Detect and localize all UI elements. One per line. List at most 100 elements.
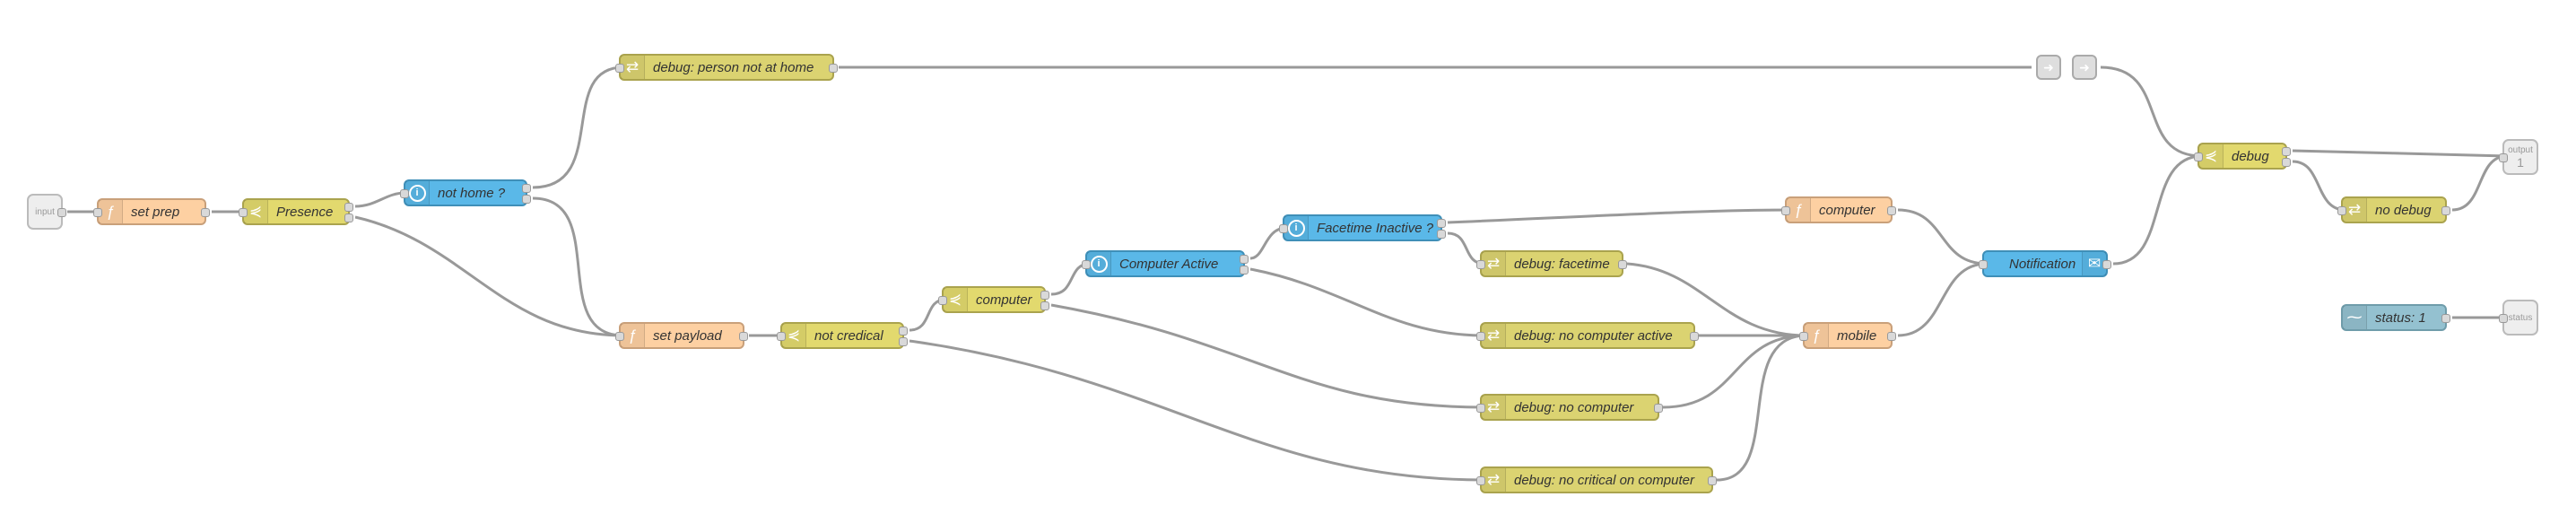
node-label: Notification	[2009, 256, 2076, 272]
node-debug-no-computer-active[interactable]: ⇄ debug: no computer active	[1476, 322, 1699, 349]
node-debug-no-critical[interactable]: ⇄ debug: no critical on computer	[1476, 466, 1717, 493]
function-icon: ƒ	[1805, 324, 1829, 347]
node-input-port[interactable]	[2337, 206, 2346, 215]
status-port[interactable]: status	[2499, 300, 2538, 336]
node-output-port[interactable]	[1654, 404, 1663, 413]
node-debug-person-not-home[interactable]: ⇄ debug: person not at home	[615, 54, 838, 81]
node-label: debug	[2232, 148, 2269, 164]
node-input-port[interactable]	[2194, 153, 2203, 161]
info-filter-icon: i	[405, 181, 430, 205]
node-set-prep[interactable]: ƒ set prep	[93, 198, 210, 225]
node-input-port[interactable]	[400, 189, 409, 198]
node-input-port[interactable]	[93, 208, 102, 217]
node-input-port[interactable]	[1799, 332, 1808, 341]
node-label: Presence	[276, 204, 334, 220]
link-out-node[interactable]: ➜	[2036, 55, 2061, 80]
wire-computer-nocomputer	[1050, 303, 1485, 409]
node-output-port-2[interactable]	[2282, 158, 2291, 167]
node-input-port[interactable]	[1476, 332, 1485, 341]
output-port-input[interactable]	[2499, 153, 2508, 162]
node-label: debug: facetime	[1514, 256, 1610, 272]
node-input-port[interactable]	[1476, 404, 1485, 413]
node-output-port[interactable]	[1618, 260, 1627, 269]
info-filter-icon: i	[1087, 252, 1111, 275]
node-output-port-1[interactable]	[1437, 219, 1446, 228]
node-debug-no-computer[interactable]: ⇄ debug: no computer	[1476, 394, 1663, 421]
node-debug-facetime[interactable]: ⇄ debug: facetime	[1476, 250, 1627, 277]
debug-icon: ⇄	[1482, 396, 1506, 419]
wire-debug-nodebug	[2292, 160, 2346, 212]
node-output-port[interactable]	[1690, 332, 1699, 341]
node-output-port[interactable]	[2441, 314, 2450, 323]
node-input-port[interactable]	[1476, 260, 1485, 269]
node-input-port[interactable]	[938, 296, 947, 305]
output-port-1[interactable]: output 1	[2499, 139, 2538, 175]
node-presence[interactable]: ⋞ Presence	[239, 198, 353, 225]
wire-notcritical-nocritical	[909, 339, 1485, 482]
node-output-port[interactable]	[2441, 206, 2450, 215]
node-input-port[interactable]	[1082, 260, 1091, 269]
node-input-port[interactable]	[239, 208, 248, 217]
wire-nothome-debugperson	[532, 65, 624, 189]
node-facetime-inactive[interactable]: i Facetime Inactive ?	[1279, 214, 1446, 241]
node-input-port[interactable]	[615, 332, 624, 341]
node-computer-active[interactable]: i Computer Active	[1082, 250, 1249, 277]
wire-link-debug	[2100, 65, 2203, 158]
wire-presence-setpayload	[354, 215, 624, 337]
node-notification[interactable]: Notification ✉	[1979, 250, 2111, 277]
node-set-payload[interactable]: ƒ set payload	[615, 322, 748, 349]
wire-presence-nothome	[354, 191, 406, 208]
node-output-port-2[interactable]	[1437, 230, 1446, 239]
node-label: no debug	[2375, 202, 2432, 218]
node-output-port[interactable]	[201, 208, 210, 217]
node-output-port-2[interactable]	[1240, 266, 1249, 275]
node-output-port-2[interactable]	[344, 214, 353, 222]
function-icon: ƒ	[1787, 198, 1811, 222]
debug-icon: ⇄	[1482, 324, 1506, 347]
node-debug-switch[interactable]: ⋞ debug	[2194, 143, 2291, 170]
link-in-node[interactable]: ➜	[2072, 55, 2097, 80]
node-input-port[interactable]	[777, 332, 786, 341]
node-computer-function[interactable]: ƒ computer	[1781, 196, 1896, 223]
node-output-port-1[interactable]	[522, 184, 531, 193]
node-output-port-2[interactable]	[1040, 301, 1049, 310]
input-port-output[interactable]	[57, 208, 66, 217]
node-output-port-1[interactable]	[1240, 255, 1249, 264]
node-mobile[interactable]: ƒ mobile	[1799, 322, 1896, 349]
input-port[interactable]: input	[27, 194, 66, 230]
node-no-debug[interactable]: ⇄ no debug	[2337, 196, 2450, 223]
node-output-port[interactable]	[1887, 206, 1896, 215]
node-not-home[interactable]: i not home ?	[400, 179, 531, 206]
switch-icon: ⋞	[782, 324, 806, 347]
node-status[interactable]: ⁓ status: 1	[2341, 304, 2450, 331]
node-input-port[interactable]	[1279, 224, 1288, 233]
switch-icon: ⋞	[244, 200, 268, 223]
node-output-port[interactable]	[2102, 260, 2111, 269]
switch-icon: ⋞	[944, 288, 968, 311]
node-output-port[interactable]	[739, 332, 748, 341]
node-output-port-1[interactable]	[1040, 291, 1049, 300]
node-output-port-1[interactable]	[2282, 147, 2291, 156]
node-input-port[interactable]	[1979, 260, 1988, 269]
node-label: set payload	[653, 327, 722, 344]
debug-icon: ⇄	[2343, 198, 2367, 222]
node-label: computer	[1819, 202, 1875, 218]
node-output-port-1[interactable]	[344, 203, 353, 212]
node-input-port[interactable]	[1476, 476, 1485, 485]
node-output-port-1[interactable]	[899, 327, 908, 336]
node-computer-switch[interactable]: ⋞ computer	[938, 286, 1049, 313]
node-input-port[interactable]	[1781, 206, 1790, 215]
node-output-port-2[interactable]	[522, 195, 531, 204]
wire-debug-output	[2292, 149, 2508, 158]
node-output-port[interactable]	[1887, 332, 1896, 341]
notification-icon: ✉	[2082, 252, 2106, 275]
node-input-port[interactable]	[615, 64, 624, 73]
wire-nothome-setpayload	[532, 196, 624, 337]
node-output-port[interactable]	[1708, 476, 1717, 485]
node-output-port-2[interactable]	[899, 337, 908, 346]
info-filter-icon: i	[1284, 216, 1309, 240]
node-output-port[interactable]	[829, 64, 838, 73]
node-label: not home ?	[438, 185, 506, 201]
node-not-critical[interactable]: ⋞ not credical	[777, 322, 908, 349]
status-port-input[interactable]	[2499, 314, 2508, 323]
